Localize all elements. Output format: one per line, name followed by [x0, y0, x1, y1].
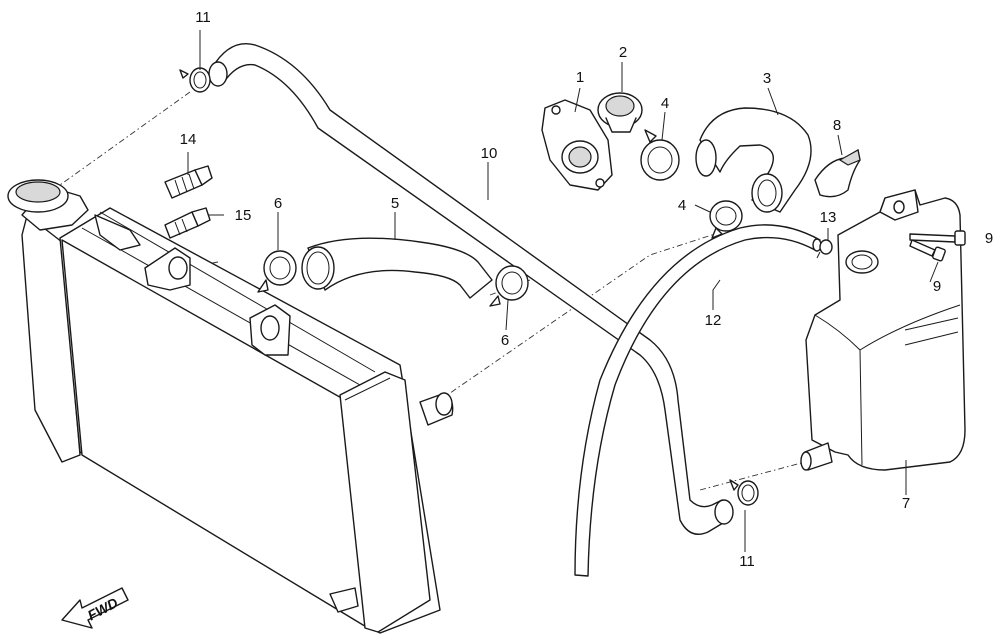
callout-5: 5	[391, 195, 399, 212]
callout-11-bottom: 11	[739, 553, 755, 570]
callout-2: 2	[619, 44, 627, 61]
callout-6-left: 6	[274, 195, 282, 212]
forward-direction-arrow	[61, 587, 129, 629]
hose-clamp-6-right	[489, 265, 529, 307]
callout-8: 8	[833, 117, 841, 134]
hose-5	[301, 237, 493, 299]
callout-14: 14	[180, 131, 197, 148]
callout-12: 12	[705, 312, 722, 329]
bolt-9-lower	[909, 239, 946, 262]
thermostat-housing-1	[541, 99, 613, 191]
coolant-reservoir-7	[800, 189, 966, 471]
radiator	[7, 179, 454, 634]
hose-clamp-11-bottom	[729, 479, 759, 506]
leader-lines	[187, 30, 939, 552]
callout-3: 3	[763, 70, 771, 87]
hose-clip-13	[816, 239, 833, 259]
reservoir-cap-8	[814, 149, 861, 198]
callout-10: 10	[481, 145, 498, 162]
thermostat-2	[597, 92, 643, 133]
callout-6-right: 6	[501, 332, 509, 349]
callout-13: 13	[820, 209, 837, 226]
temperature-sensor-14	[164, 165, 213, 199]
hose-10	[208, 43, 734, 535]
callout-11-top: 11	[195, 9, 211, 26]
hose-3	[695, 107, 812, 213]
callout-9-upper: 9	[985, 230, 993, 247]
bolt-9-upper	[909, 230, 966, 246]
hose-clamp-6-left	[257, 250, 297, 293]
callout-4-top: 4	[661, 95, 669, 112]
callout-1: 1	[576, 69, 584, 86]
hose-clamp-11-top	[179, 67, 211, 93]
callout-9-lower: 9	[933, 278, 941, 295]
hose-12	[574, 224, 822, 577]
callout-7: 7	[902, 495, 910, 512]
callout-15: 15	[235, 207, 252, 224]
hose-clamp-4-lower	[709, 200, 743, 239]
thermo-switch-15	[164, 207, 211, 239]
hose-clamp-4-top	[640, 129, 680, 181]
callout-4-lower: 4	[678, 197, 686, 214]
